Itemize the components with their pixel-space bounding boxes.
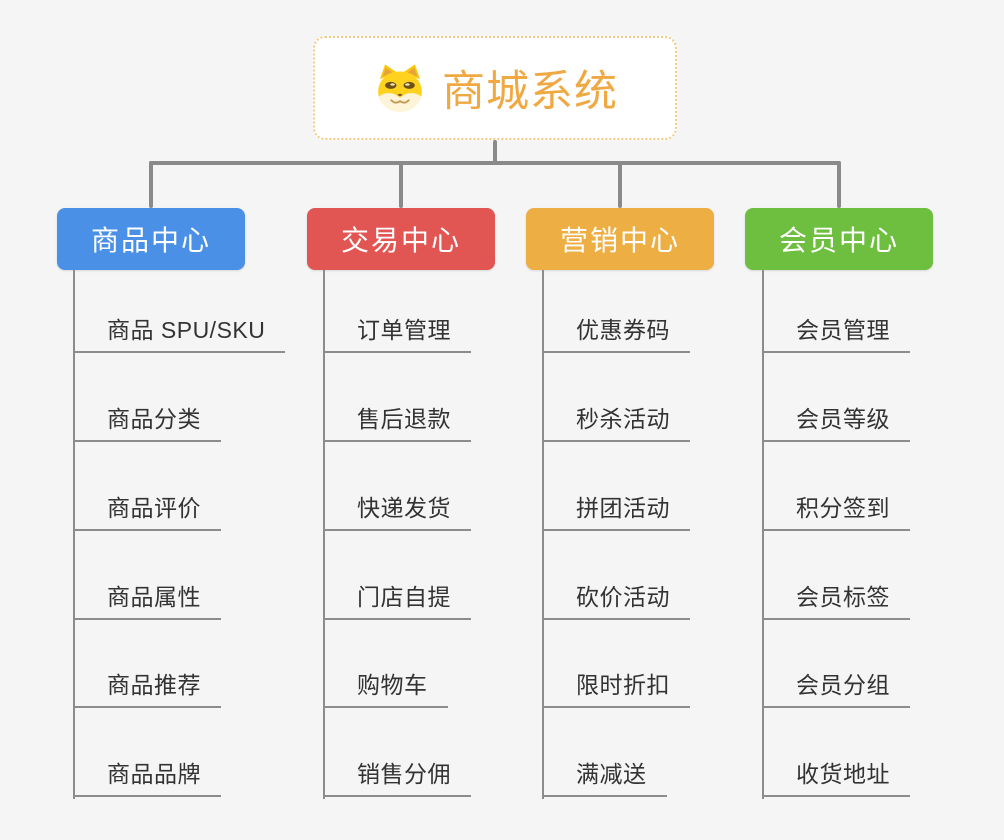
root-title: 商城系统 — [442, 68, 618, 116]
mindmap-leaf[interactable]: 商品品牌 — [73, 753, 221, 797]
mindmap-leaf[interactable]: 会员标签 — [762, 576, 910, 620]
mindmap-leaf[interactable]: 购物车 — [323, 664, 448, 708]
mindmap-leaf[interactable]: 销售分佣 — [323, 753, 471, 797]
leaf-label: 会员分组 — [796, 672, 890, 698]
mindmap-leaf[interactable]: 积分签到 — [762, 487, 910, 531]
mindmap-leaf[interactable]: 拼团活动 — [542, 487, 690, 531]
mindmap-leaf[interactable]: 商品属性 — [73, 576, 221, 620]
leaf-label: 会员管理 — [796, 317, 890, 343]
mindmap-leaf[interactable]: 会员等级 — [762, 398, 910, 442]
leaf-label: 销售分佣 — [357, 761, 451, 787]
leaf-label: 快递发货 — [357, 495, 451, 521]
leaf-label: 收货地址 — [796, 761, 890, 787]
leaf-label: 商品分类 — [107, 406, 201, 432]
leaf-label: 秒杀活动 — [576, 406, 670, 432]
mindmap-leaf[interactable]: 商品评价 — [73, 487, 221, 531]
leaf-label: 积分签到 — [796, 495, 890, 521]
branch-label: 会员中心 — [778, 225, 899, 256]
doge-face-icon — [378, 64, 422, 112]
leaf-label: 会员等级 — [796, 406, 890, 432]
connector-drop-trade — [399, 161, 403, 208]
mindmap-leaf[interactable]: 商品分类 — [73, 398, 221, 442]
mindmap-leaf[interactable]: 限时折扣 — [542, 664, 690, 708]
branch-label: 交易中心 — [340, 225, 461, 256]
leaf-label: 订单管理 — [357, 317, 451, 343]
leaf-label: 商品 SPU/SKU — [107, 317, 266, 343]
leaf-label: 限时折扣 — [576, 672, 670, 698]
root-node[interactable]: 商城系统 — [313, 36, 677, 140]
branch-node-marketing-center[interactable]: 营销中心 — [526, 208, 714, 270]
mindmap-leaf[interactable]: 会员管理 — [762, 309, 910, 353]
mindmap-leaf[interactable]: 会员分组 — [762, 664, 910, 708]
branch-trunk-line — [762, 270, 764, 799]
leaf-label: 优惠券码 — [576, 317, 670, 343]
connector-drop-marketing — [618, 161, 622, 208]
mindmap-leaf[interactable]: 售后退款 — [323, 398, 471, 442]
branch-node-trade-center[interactable]: 交易中心 — [307, 208, 495, 270]
connector-horizontal-bar — [149, 161, 841, 165]
mindmap-leaf[interactable]: 快递发货 — [323, 487, 471, 531]
mindmap-leaf[interactable]: 优惠券码 — [542, 309, 690, 353]
branch-node-member-center[interactable]: 会员中心 — [745, 208, 933, 270]
leaf-label: 购物车 — [357, 672, 428, 698]
mindmap-leaf[interactable]: 砍价活动 — [542, 576, 690, 620]
mindmap-leaf[interactable]: 秒杀活动 — [542, 398, 690, 442]
leaf-label: 商品属性 — [107, 584, 201, 610]
leaf-label: 商品评价 — [107, 495, 201, 521]
leaf-label: 会员标签 — [796, 584, 890, 610]
branch-trunk-line — [73, 270, 75, 799]
leaf-label: 商品推荐 — [107, 672, 201, 698]
leaf-label: 商品品牌 — [107, 761, 201, 787]
branch-trunk-line — [542, 270, 544, 799]
mindmap-leaf[interactable]: 商品推荐 — [73, 664, 221, 708]
leaf-label: 拼团活动 — [576, 495, 670, 521]
mindmap-leaf[interactable]: 收货地址 — [762, 753, 910, 797]
leaf-label: 砍价活动 — [576, 584, 670, 610]
mindmap-leaf[interactable]: 商品 SPU/SKU — [73, 309, 286, 353]
leaf-label: 门店自提 — [357, 584, 451, 610]
leaf-label: 满减送 — [576, 761, 647, 787]
leaf-label: 售后退款 — [357, 406, 451, 432]
connector-drop-member — [837, 161, 841, 208]
mindmap-leaf[interactable]: 满减送 — [542, 753, 667, 797]
branch-node-product-center[interactable]: 商品中心 — [57, 208, 245, 270]
mindmap-leaf[interactable]: 订单管理 — [323, 309, 471, 353]
mindmap-leaf[interactable]: 门店自提 — [323, 576, 471, 620]
connector-root-stem — [493, 140, 497, 165]
branch-label: 营销中心 — [559, 225, 680, 256]
branch-label: 商品中心 — [90, 225, 211, 256]
connector-drop-product — [149, 161, 153, 208]
branch-trunk-line — [323, 270, 325, 799]
